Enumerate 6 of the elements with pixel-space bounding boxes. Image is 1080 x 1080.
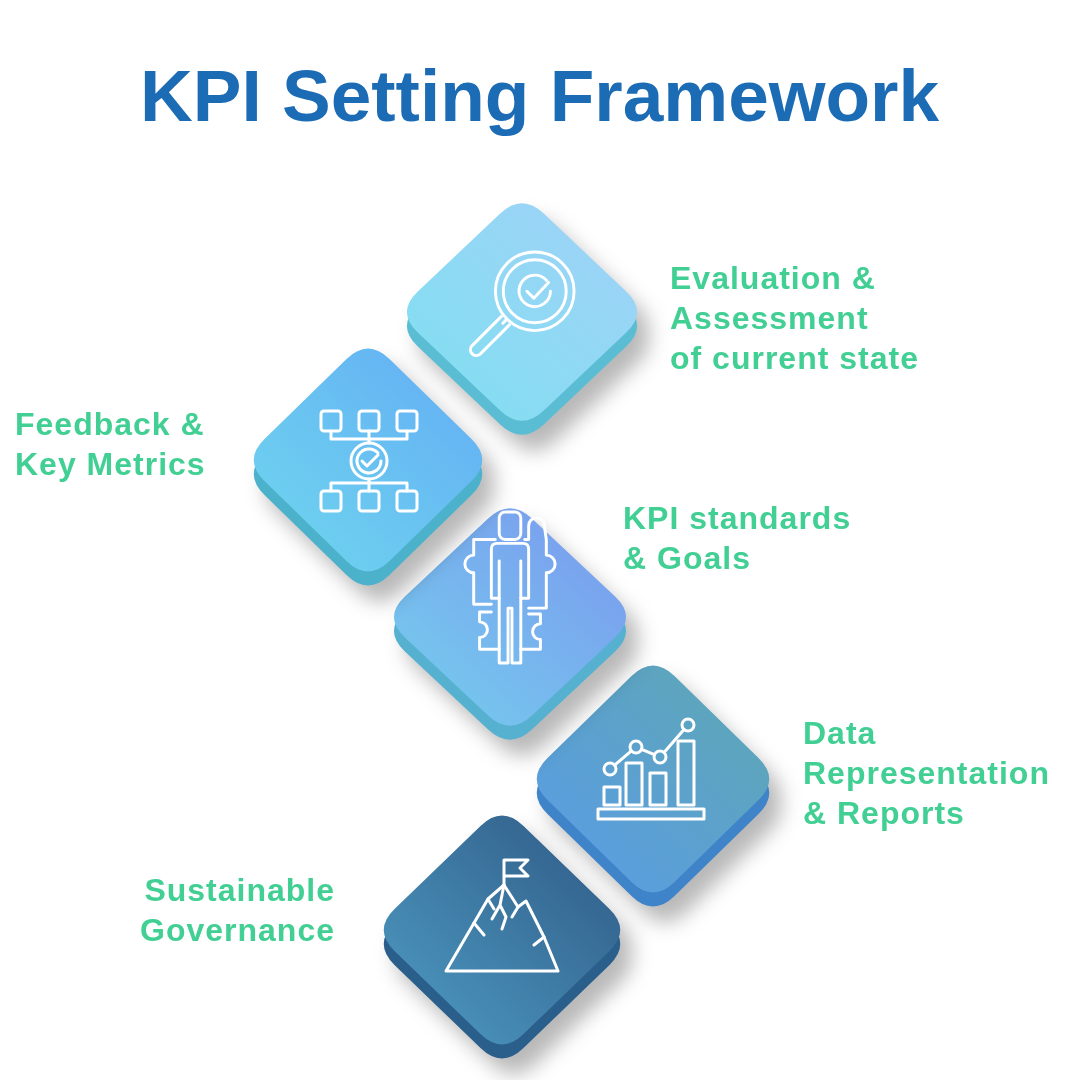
title-heading: KPI Setting Framework [140, 54, 940, 138]
step-label: Sustainable Governance [139, 871, 335, 950]
step-label: KPI standards & Goals [623, 499, 853, 578]
step-label: Evaluation & Assessment of current state [670, 259, 920, 378]
step-label: Data Representation & Reports [803, 714, 1051, 833]
step-label: Feedback & Key Metrics [15, 405, 207, 484]
